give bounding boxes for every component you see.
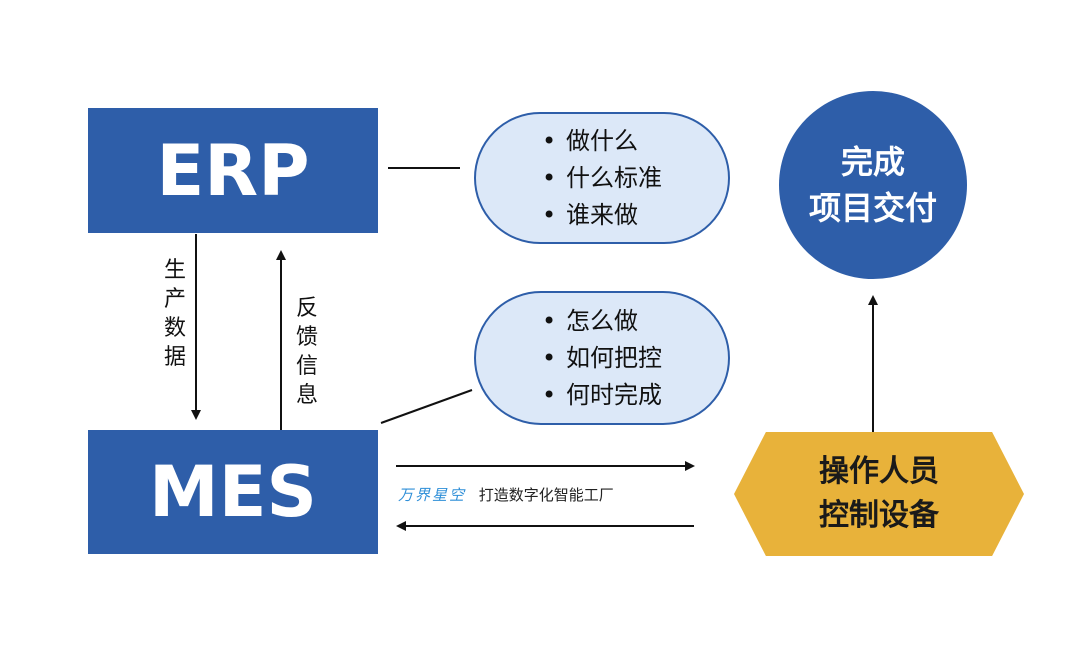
label-char: 信 <box>295 354 318 379</box>
watermark-brand: 万界星空 <box>398 486 467 504</box>
mes-to-pill-connector <box>380 389 473 424</box>
operators-line2: 控制设备 <box>819 498 939 533</box>
label-char: 反 <box>295 296 318 321</box>
production-data-label: 生 产 数 据 <box>160 256 190 372</box>
erp-box: ERP <box>88 108 378 233</box>
execution-questions-pill: 怎么做 如何把控 何时完成 <box>474 291 730 425</box>
label-char: 馈 <box>295 325 318 350</box>
erp-label: ERP <box>156 129 310 212</box>
feedback-info-label: 反 馈 信 息 <box>292 294 322 410</box>
project-delivery-circle: 完成 项目交付 <box>779 91 967 279</box>
list-item: 如何把控 <box>542 340 662 377</box>
execution-questions-list: 怎么做 如何把控 何时完成 <box>542 303 662 414</box>
label-char: 数 <box>163 316 186 341</box>
list-item: 什么标准 <box>542 160 662 197</box>
list-item: 何时完成 <box>542 377 662 414</box>
list-item: 谁来做 <box>542 197 662 234</box>
planning-questions-list: 做什么 什么标准 谁来做 <box>542 123 662 234</box>
mes-box: MES <box>88 430 378 554</box>
list-item: 做什么 <box>542 123 662 160</box>
label-char: 产 <box>163 287 186 312</box>
operators-line1: 操作人员 <box>819 454 939 489</box>
completion-line2: 项目交付 <box>808 189 937 227</box>
label-char: 息 <box>295 383 318 408</box>
watermark: 万界星空 打造数字化智能工厂 <box>398 484 614 505</box>
list-item: 怎么做 <box>542 303 662 340</box>
watermark-slogan: 打造数字化智能工厂 <box>478 486 614 504</box>
label-char: 生 <box>163 258 186 283</box>
label-char: 据 <box>163 345 186 370</box>
completion-line1: 完成 <box>840 143 905 181</box>
planning-questions-pill: 做什么 什么标准 谁来做 <box>474 112 730 244</box>
mes-label: MES <box>149 451 317 533</box>
operators-equipment-hexagon: 操作人员 控制设备 <box>734 432 1024 556</box>
